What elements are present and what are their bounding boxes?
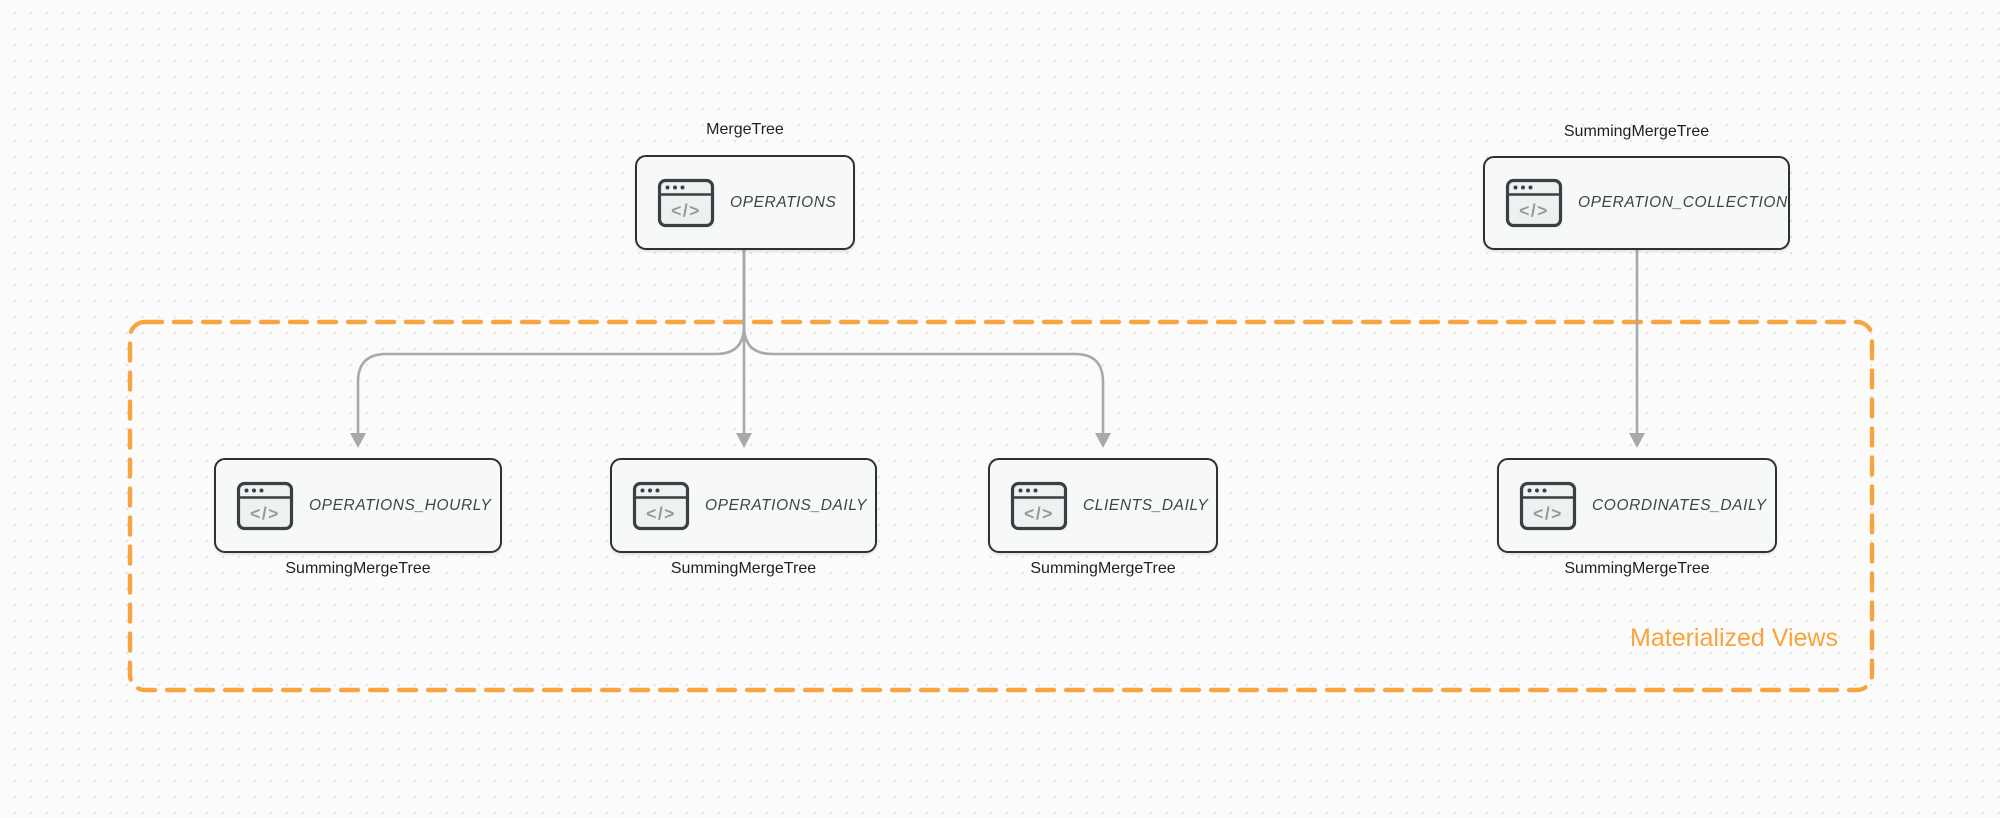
edge-operations-to-operations-hourly bbox=[356, 250, 746, 434]
materialized-views-group-label: Materialized Views bbox=[1630, 624, 1838, 652]
engine-caption-operations-hourly: SummingMergeTree bbox=[285, 560, 431, 577]
code-window-icon bbox=[1505, 178, 1563, 228]
code-window-icon bbox=[236, 481, 294, 531]
engine-caption-clients-daily: SummingMergeTree bbox=[1030, 560, 1176, 577]
engine-caption-operations: MergeTree bbox=[706, 121, 784, 138]
code-window-icon bbox=[632, 481, 690, 531]
code-window-icon bbox=[657, 178, 715, 228]
edge-operations-to-clients-daily bbox=[742, 250, 1105, 434]
node-title: OPERATIONS_HOURLY bbox=[309, 496, 492, 514]
node-coordinates-daily[interactable]: COORDINATES_DAILY bbox=[1497, 458, 1777, 553]
code-window-icon bbox=[1519, 481, 1577, 531]
engine-caption-coordinates-daily: SummingMergeTree bbox=[1564, 560, 1710, 577]
node-operations[interactable]: OPERATIONS bbox=[635, 155, 855, 250]
arrowhead-icon bbox=[350, 433, 366, 448]
engine-caption-operations-daily: SummingMergeTree bbox=[670, 560, 817, 577]
node-operation-collection[interactable]: OPERATION_COLLECTION bbox=[1483, 156, 1790, 250]
code-window-icon bbox=[1010, 481, 1068, 531]
node-operations-hourly[interactable]: OPERATIONS_HOURLY bbox=[214, 458, 502, 553]
node-clients-daily[interactable]: CLIENTS_DAILY bbox=[988, 458, 1218, 553]
arrowhead-icon bbox=[1095, 433, 1111, 448]
node-title: CLIENTS_DAILY bbox=[1083, 496, 1209, 514]
node-title: OPERATIONS_DAILY bbox=[705, 496, 868, 514]
node-title: OPERATIONS bbox=[730, 193, 837, 211]
engine-caption-operation-collection: SummingMergeTree bbox=[1563, 123, 1710, 140]
node-title: OPERATION_COLLECTION bbox=[1578, 194, 1788, 211]
arrowhead-icon bbox=[1629, 433, 1645, 448]
node-title: COORDINATES_DAILY bbox=[1592, 496, 1767, 514]
node-operations-daily[interactable]: OPERATIONS_DAILY bbox=[610, 458, 877, 553]
arrowhead-icon bbox=[736, 433, 752, 448]
